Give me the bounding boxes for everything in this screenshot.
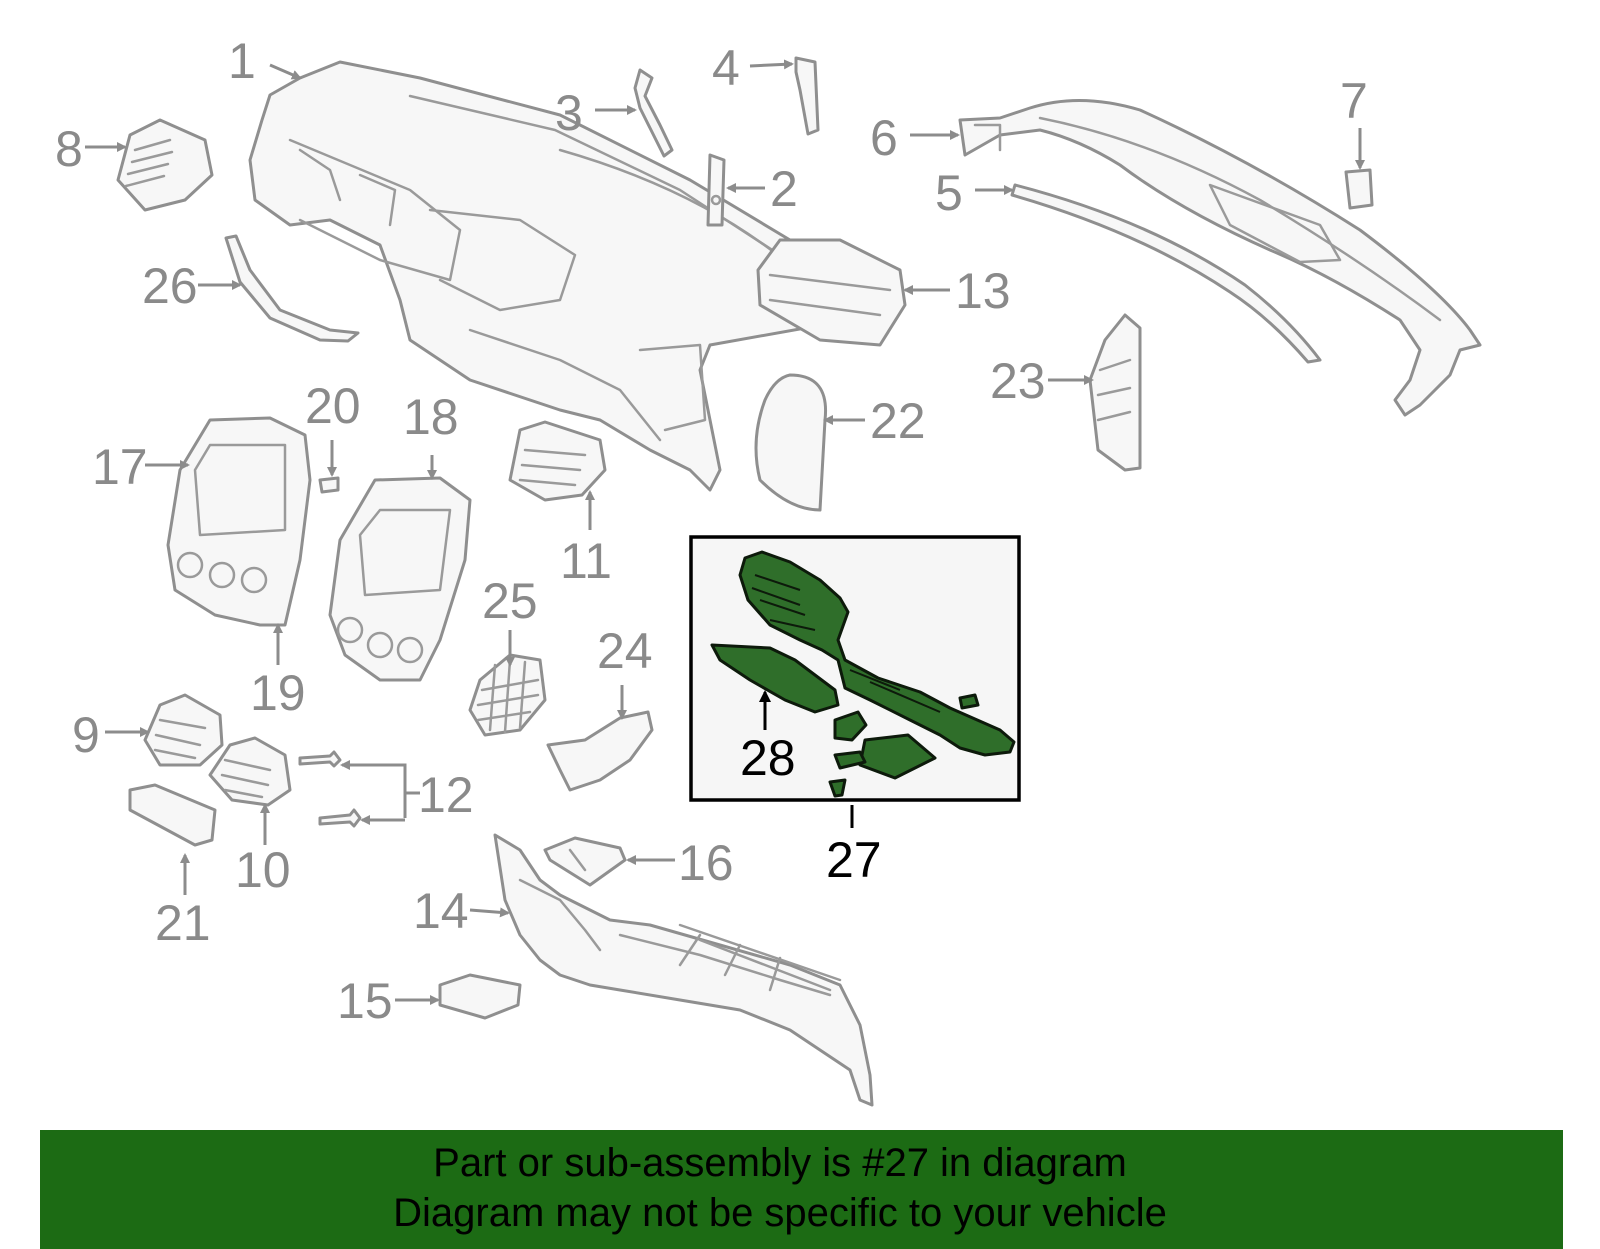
- cluster-bezel-part-17: [166, 416, 312, 627]
- callout-7: 7: [1340, 73, 1368, 129]
- callout-10: 10: [235, 842, 291, 898]
- banner-line-part-number: Part or sub-assembly is #27 in diagram: [433, 1141, 1127, 1185]
- clip-part-7: [1344, 168, 1374, 210]
- callout-16: 16: [678, 835, 734, 891]
- callout-17: 17: [92, 439, 148, 495]
- grille-part-25: [468, 653, 547, 737]
- callout-25: 25: [482, 573, 538, 629]
- cover-part-22: [754, 373, 828, 512]
- box-part-15: [438, 973, 522, 1020]
- clip-part-20: [318, 476, 340, 494]
- callout-28: 28: [740, 730, 796, 786]
- highlighted-lower-cover-part-28: [710, 643, 840, 714]
- screw-part-12b: [318, 808, 362, 828]
- side-cover-part-23: [1088, 313, 1142, 472]
- callout-14: 14: [413, 883, 469, 939]
- vent-part-11: [508, 420, 607, 502]
- callout-6: 6: [870, 110, 898, 166]
- info-banner: Part or sub-assembly is #27 in diagram D…: [40, 1130, 1563, 1249]
- leader-4: [749, 59, 794, 70]
- callout-11: 11: [560, 533, 612, 589]
- vent-part-10: [208, 736, 292, 807]
- screw-part-12a: [298, 750, 342, 768]
- vent-part-8: [116, 118, 214, 212]
- leader-1: [269, 63, 302, 80]
- trim-part-24: [546, 710, 654, 792]
- callout-8: 8: [55, 121, 83, 177]
- banner-line-disclaimer: Diagram may not be specific to your vehi…: [393, 1191, 1167, 1235]
- callout-19: 19: [250, 665, 306, 721]
- callout-21: 21: [155, 895, 211, 951]
- callout-2: 2: [770, 161, 798, 217]
- tray-part-21: [128, 783, 217, 847]
- callout-22: 22: [870, 393, 926, 449]
- callout-18: 18: [403, 389, 459, 445]
- airbag-module-part-13: [756, 238, 907, 347]
- bracket-part-2: [706, 153, 726, 227]
- callout-labels: 1 2 3 4 5 6 7 8 9 10 11 12 13 14 15 16 1…: [55, 33, 1368, 1029]
- bracket-part-3: [633, 68, 674, 158]
- vent-part-9: [143, 693, 224, 767]
- bracket-part-4: [794, 56, 820, 136]
- duct-part-6: [958, 98, 1482, 417]
- callout-13: 13: [955, 263, 1011, 319]
- leader-lines: [85, 59, 1365, 1005]
- inset-box-part-27: [689, 535, 1021, 802]
- callout-27: 27: [826, 832, 882, 888]
- callout-15: 15: [337, 973, 393, 1029]
- leader-14: [469, 907, 510, 918]
- bracket-part-16: [543, 836, 627, 887]
- callout-9: 9: [72, 707, 100, 763]
- callout-24: 24: [597, 623, 653, 679]
- callout-12: 12: [418, 767, 474, 823]
- callout-5: 5: [935, 165, 963, 221]
- highlighted-crash-pad-part-27: [738, 550, 1016, 757]
- callout-3: 3: [555, 85, 583, 141]
- callout-1: 1: [228, 33, 256, 89]
- defroster-grille-part-5: [1010, 183, 1322, 364]
- lower-panel-part-14: [493, 833, 874, 1107]
- bracket-part-26: [224, 234, 360, 343]
- callout-26: 26: [142, 258, 198, 314]
- highlighted-small-parts: [828, 693, 980, 798]
- callout-20: 20: [305, 378, 361, 434]
- callout-4: 4: [712, 40, 740, 96]
- center-bezel-part-18: [328, 476, 472, 682]
- callout-23: 23: [990, 353, 1046, 409]
